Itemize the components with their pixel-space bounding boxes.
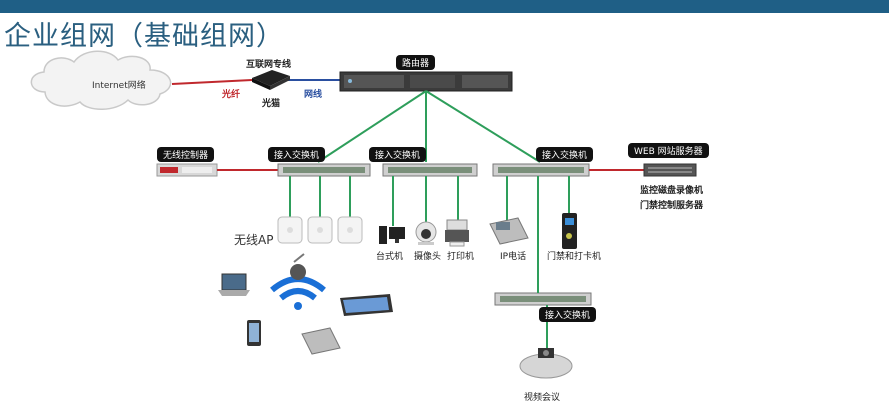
door-access-label: 门禁和打卡机 — [547, 252, 602, 262]
server-icon — [643, 163, 697, 177]
wireless-ap-label: 无线AP — [234, 233, 274, 247]
page-title: 企业组网（基础组网） — [4, 21, 284, 52]
router-icon — [339, 71, 513, 92]
ip-phone-icon — [489, 217, 529, 245]
top-accent-bar — [0, 0, 889, 13]
desktop-icon — [379, 226, 405, 244]
ip-phone-label: IP电话 — [500, 252, 527, 262]
router-tag: 路由器 — [396, 55, 436, 70]
middle-switch-icon — [382, 163, 478, 177]
web-server-tag: WEB 网站服务器 — [628, 143, 709, 158]
door-access-icon — [562, 213, 577, 249]
wifi-signal-icon — [270, 276, 326, 310]
access-control-server-label: 门禁控制服务器 — [640, 201, 704, 211]
printer-icon — [445, 219, 469, 247]
tablet-icon — [340, 294, 393, 316]
network-cable-label: 网线 — [304, 90, 323, 100]
router-right-switch-link — [425, 90, 541, 163]
wireless-controller-tag: 无线控制器 — [157, 147, 215, 162]
ceiling-ap-icon — [290, 253, 306, 280]
wireless-controller-icon — [156, 163, 218, 177]
phone-icon — [247, 320, 261, 346]
dedicated-line-label: 互联网专线 — [246, 60, 292, 70]
video-conference-label: 视频会议 — [524, 393, 561, 403]
fiber-link — [171, 79, 253, 85]
modem-icon — [252, 70, 290, 90]
lower-switch-tag: 接入交换机 — [539, 307, 597, 322]
internet-cloud-icon — [30, 50, 172, 110]
lower-switch-icon — [494, 292, 592, 306]
printer-label: 打印机 — [447, 252, 475, 262]
internet-label: Internet网络 — [92, 81, 146, 91]
camera-label: 摄像头 — [414, 252, 442, 262]
camera-icon — [415, 221, 437, 245]
middle-switch-tag: 接入交换机 — [369, 147, 427, 162]
left-switch-tag: 接入交换机 — [268, 147, 326, 162]
surveillance-label: 监控磁盘录像机 — [640, 186, 704, 196]
fiber-label: 光纤 — [222, 90, 241, 100]
right-switch-tag: 接入交换机 — [536, 147, 594, 162]
left-switch-icon — [277, 163, 371, 177]
right-switch-icon — [492, 163, 590, 177]
router-left-switch-link — [317, 90, 427, 163]
ip-phone-icon — [301, 327, 341, 355]
video-conference-icon — [519, 348, 573, 379]
wireless-ap-icon — [277, 216, 363, 244]
laptop-icon — [218, 273, 250, 296]
modem-label: 光猫 — [262, 99, 281, 109]
desktop-label: 台式机 — [376, 252, 404, 262]
